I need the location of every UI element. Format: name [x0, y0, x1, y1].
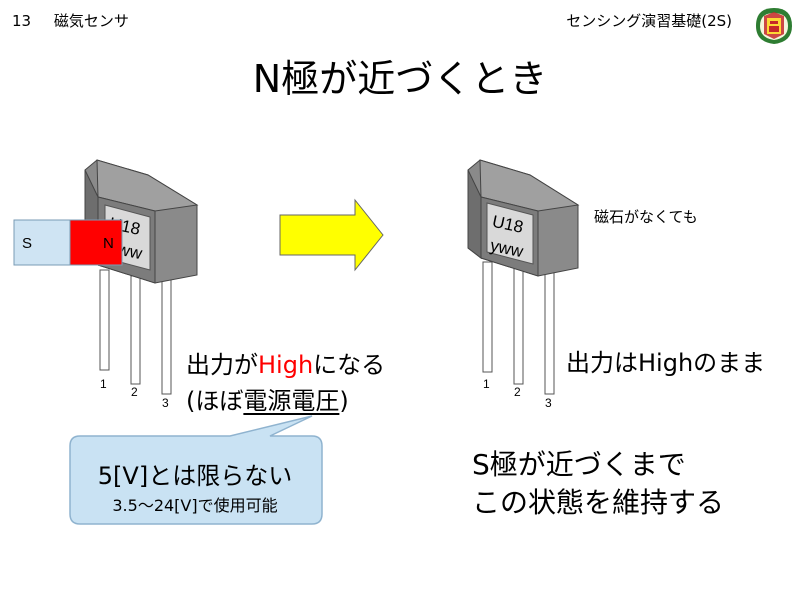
university-emblem-logo — [756, 8, 792, 44]
hold-state-note: S極が近づくまで この状態を維持する — [472, 446, 792, 522]
output-prefix: 出力が — [186, 351, 258, 379]
note-line1: S極が近づくまで — [472, 448, 686, 481]
right-sensor-body — [467, 159, 580, 277]
callout-main-text: 5[V]とは限らない — [97, 462, 293, 490]
note-line2: この状態を維持する — [472, 486, 725, 519]
right-pin-1: 1 — [483, 377, 490, 391]
paren-open-text: (ほぼ — [186, 387, 244, 415]
callout-bubble — [69, 415, 323, 525]
left-pin-3: 3 — [162, 396, 169, 410]
output-suffix: になる — [313, 351, 386, 379]
magnet-s-label: S — [22, 235, 32, 252]
left-pin-2: 2 — [131, 385, 138, 399]
slide-number: 13 — [12, 12, 32, 30]
magnet-s-pole — [13, 219, 71, 266]
magnet-n-pole — [69, 219, 123, 266]
right-pin-3: 3 — [545, 396, 552, 410]
left-pin-1: 1 — [100, 377, 107, 391]
magnet-n-label: N — [103, 235, 114, 252]
left-sensor-pins — [99, 269, 172, 395]
output-high: High — [258, 351, 314, 379]
right-output-text: 出力はHighのまま — [566, 349, 766, 377]
callout-sub-text: 3.5〜24[V]で使用可能 — [112, 496, 278, 515]
right-sensor-pins — [482, 261, 555, 395]
supply-voltage-text: 電源電圧 — [243, 387, 340, 415]
left-output-line1: 出力がHighになる — [186, 345, 385, 380]
header-left: 13 磁気センサ — [12, 10, 129, 31]
no-magnet-note: 磁石がなくても — [594, 208, 698, 226]
paren-close-text: ) — [339, 387, 349, 415]
transition-arrow-icon — [279, 198, 384, 272]
course-title: センシング演習基礎(2S) — [566, 12, 732, 30]
slide-title: N極が近づくとき — [252, 57, 548, 101]
section-title: 磁気センサ — [53, 12, 129, 30]
left-output-line2: (ほぼ電源電圧) — [186, 381, 349, 416]
right-pin-2: 2 — [514, 385, 521, 399]
